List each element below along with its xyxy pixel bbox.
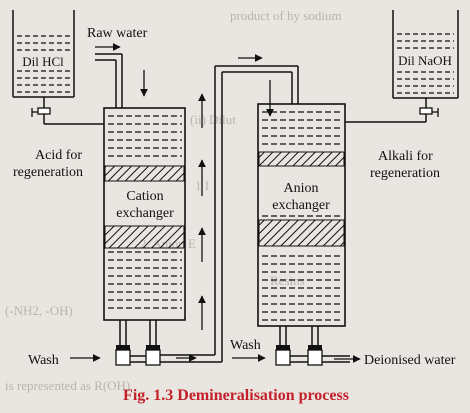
- dil-naoh-label: Dil NaOH: [398, 53, 452, 68]
- anion-label: Anion: [284, 181, 319, 196]
- anion-outlet-valve-left: [275, 345, 291, 366]
- cation-label: Cation: [126, 189, 163, 204]
- connecting-pipe: [214, 65, 299, 362]
- anion-resin-bed-upper: [258, 151, 345, 167]
- dil-hcl-label: Dil HCl: [22, 54, 64, 69]
- cation-outlet-valve-right: [145, 345, 161, 366]
- faint-line-5: Resins: [270, 273, 305, 288]
- cation-outlet-valve-left: [115, 345, 131, 366]
- figure-caption: Fig. 1.3 Demineralisation process: [123, 387, 349, 404]
- raw-water-label: Raw water: [87, 26, 148, 41]
- faint-line-1: product of hy sodium: [230, 8, 342, 23]
- alkali-regeneration-label: regeneration: [370, 166, 440, 181]
- anion-exchanger-column: Anion exchanger: [257, 103, 346, 345]
- wash-right-label: Wash: [230, 338, 261, 353]
- cation-exchanger-column: Cation exchanger: [103, 107, 186, 345]
- alkali-for-label: Alkali for: [378, 149, 433, 164]
- acid-regeneration-label: regeneration: [13, 165, 83, 180]
- anion-resin-bed-lower: [258, 219, 345, 247]
- faint-line-7: is represented as R(OH): [5, 378, 130, 393]
- faint-line-2: (ii) Dilut: [190, 112, 236, 127]
- anion-outlet-valve-right: [307, 345, 323, 366]
- valve-icon: [145, 349, 161, 366]
- naoh-valve-icon: [419, 107, 433, 115]
- anion-exchanger-label: exchanger: [272, 198, 330, 213]
- cation-resin-bed-upper: [104, 165, 185, 182]
- valve-icon: [307, 349, 323, 366]
- valve-icon: [275, 349, 291, 366]
- valve-icon: [115, 349, 131, 366]
- hcl-tank: Dil HCl: [12, 10, 104, 125]
- acid-for-label: Acid for: [35, 148, 82, 163]
- wash-left-label: Wash: [28, 353, 59, 368]
- naoh-tank: Dil NaOH: [345, 10, 459, 123]
- cation-exchanger-label: exchanger: [116, 206, 174, 221]
- hcl-valve-icon: [37, 107, 51, 115]
- deionised-water-label: Deionised water: [364, 353, 456, 368]
- faint-line-6: (-NH2, -OH): [5, 303, 73, 318]
- cation-resin-bed-lower: [104, 225, 185, 249]
